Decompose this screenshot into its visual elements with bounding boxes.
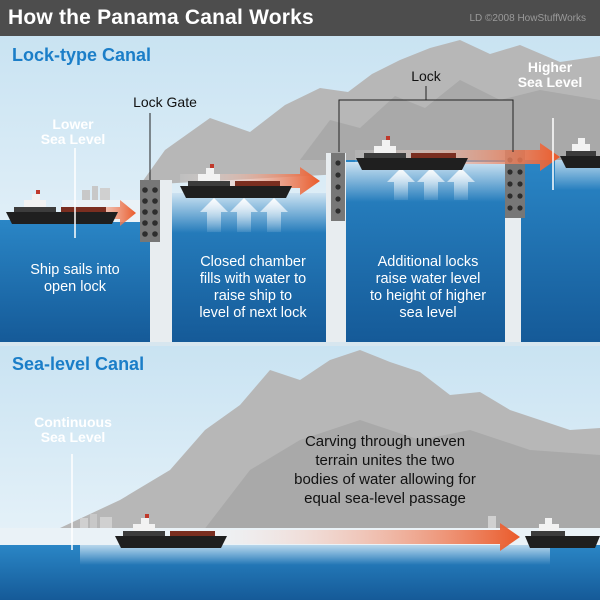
continuous-sea-level-label: Continuous Sea Level (34, 414, 112, 445)
ship-1 (6, 190, 118, 224)
lower-sea-level-label: Lower Sea Level (40, 116, 106, 147)
lock-bracket (338, 86, 514, 152)
rising-water-arrows-2 (387, 168, 475, 200)
step-2-text: Closed chamber fills with water to raise… (199, 254, 307, 321)
lock-gate-1 (140, 180, 160, 242)
step-3-text: Additional locks raise water level to he… (369, 254, 487, 321)
sea-level-description: Carving through uneven terrain unites th… (294, 433, 476, 507)
direction-arrow-4 (180, 523, 520, 551)
lower-sea-water (0, 220, 150, 342)
lock-gate-2 (331, 153, 345, 221)
higher-sea-water (520, 160, 600, 342)
lock-canal-heading: Lock-type Canal (12, 45, 152, 65)
rising-water-arrows-1 (200, 198, 288, 232)
lock-label: Lock (411, 68, 441, 84)
header-bar (0, 0, 600, 36)
lock-gate-label: Lock Gate (133, 94, 197, 110)
ship-5 (115, 514, 227, 548)
ship-2 (180, 164, 292, 198)
ship-4 (560, 138, 600, 168)
ship-3 (356, 136, 468, 170)
ship-6 (525, 518, 600, 548)
page-title: How the Panama Canal Works (8, 6, 314, 29)
credit-text: LD ©2008 HowStuffWorks (469, 13, 587, 24)
higher-sea-level-label: Higher Sea Level (517, 59, 583, 90)
step-1-text: Ship sails into open lock (30, 262, 120, 295)
sea-level-canal-heading: Sea-level Canal (12, 354, 145, 374)
